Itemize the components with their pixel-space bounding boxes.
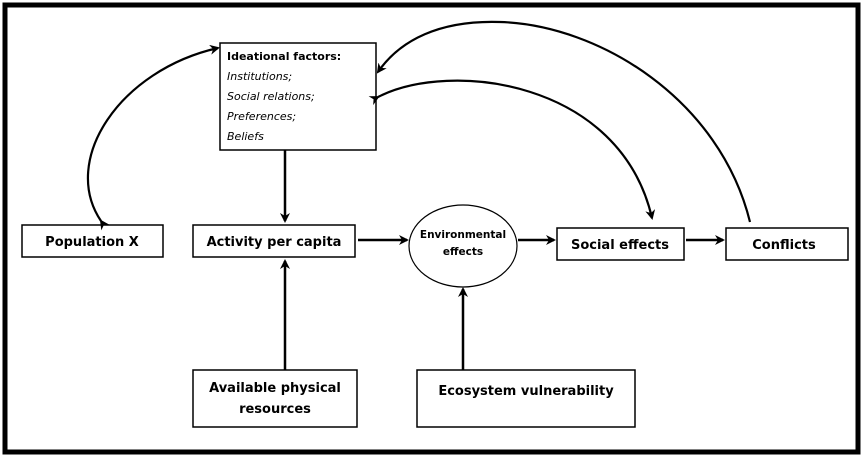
resources-label: Available physical: [209, 381, 341, 396]
ideational-item: Preferences;: [227, 110, 296, 123]
ideational-title: Ideational factors:: [227, 50, 341, 63]
activity-label: Activity per capita: [207, 235, 342, 250]
ideational-item: Institutions;: [227, 70, 292, 83]
social-label: Social effects: [571, 238, 669, 253]
arrow-population-ideational: [86, 44, 220, 231]
social-effects-box: Social effects: [556, 227, 685, 261]
ecosystem-label: Ecosystem vulnerability: [438, 384, 614, 399]
environmental-effects-ellipse: Environmental effects: [408, 204, 518, 288]
environmental-label: Environmental: [420, 229, 506, 241]
arrow-conflicts-to-ideational: [376, 20, 752, 223]
environmental-label: effects: [443, 246, 483, 258]
population-label: Population X: [45, 235, 139, 250]
activity-box: Activity per capita: [192, 224, 356, 258]
ideational-factors-box: Ideational factors: Institutions; Social…: [219, 42, 377, 151]
ideational-item: Beliefs: [227, 130, 264, 143]
conflicts-box: Conflicts: [725, 227, 849, 261]
resources-box: Available physical resources: [192, 369, 358, 428]
conflicts-label: Conflicts: [752, 238, 816, 253]
resources-label: resources: [239, 402, 311, 417]
population-box: Population X: [21, 224, 164, 258]
arrow-ideational-social: [368, 79, 656, 220]
ideational-item: Social relations;: [227, 90, 315, 103]
ecosystem-box: Ecosystem vulnerability: [416, 369, 636, 428]
